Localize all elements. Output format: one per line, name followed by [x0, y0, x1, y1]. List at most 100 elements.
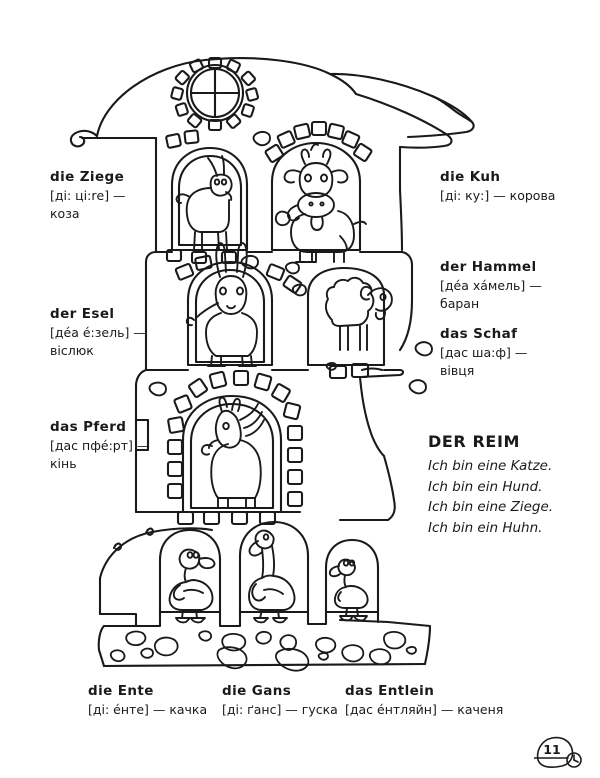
- goat-figure: [175, 155, 233, 251]
- base-bottom-line: [102, 662, 427, 668]
- vocab-block-hammel: der Hammel [дéа хáмель] — баран: [440, 258, 542, 313]
- goose-head: [254, 529, 275, 550]
- horse-body: [210, 439, 262, 499]
- goat-beard: [225, 191, 233, 201]
- horse-mane-a: [239, 403, 259, 421]
- vocab-block-ente: die Ente [ді: éнте] — качка: [88, 682, 207, 719]
- donkey-eye-left: [219, 286, 227, 296]
- goat-horn-left: [207, 157, 218, 177]
- cow-horn-left: [300, 148, 310, 165]
- page-number-badge: 11: [533, 736, 590, 774]
- sheep-figure: [324, 276, 393, 351]
- mid-ledge-stone-c: [350, 362, 370, 379]
- duckling-eye-right: [348, 559, 356, 567]
- round-window-rays: [170, 56, 259, 132]
- horse-figure: [200, 396, 265, 509]
- donkey-arch-inner: [194, 268, 266, 364]
- vocab-block-pferd: das Pferd [дас пфé:рт] — кінь: [50, 418, 149, 473]
- horse-ear-left: [218, 396, 228, 413]
- horse-mane-b: [243, 411, 263, 429]
- vocab-term-gans: die Gans: [222, 683, 292, 699]
- badge-clock-hand-b: [573, 759, 579, 763]
- horse-arch-frame: [181, 394, 283, 514]
- base-duck-tie-left: [134, 610, 162, 628]
- floor-line-mid-right: [358, 368, 405, 379]
- vocab-block-ziege: die Ziege [ді: ці:rе] — коза: [50, 168, 126, 223]
- goat-leg-3: [217, 231, 220, 251]
- vocab-block-kuh: die Kuh [ді: ку:] — корова: [440, 168, 555, 205]
- sheep-wool-body: [324, 276, 375, 327]
- cow-figure: [274, 143, 367, 263]
- horse-mane-c: [245, 419, 265, 437]
- duck-head: [178, 548, 201, 570]
- cow-forelock: [310, 143, 319, 151]
- cow-nostril-right: [319, 201, 325, 207]
- vocab-term-esel: der Esel: [50, 306, 115, 322]
- goat-body: [185, 187, 230, 233]
- sheep-legs: [339, 324, 368, 351]
- base-step-left: [98, 612, 138, 628]
- cow-head: [298, 162, 334, 198]
- duck-wing: [172, 584, 185, 601]
- donkey-mouth: [226, 305, 236, 310]
- page-badge-shape: [533, 736, 582, 768]
- duckling-foot-left: [339, 615, 354, 622]
- horse-arch-inner: [189, 402, 275, 510]
- vocab-block-gans: die Gans [ді: ґанс] — гуска: [222, 682, 338, 719]
- cow-eye-right: [320, 173, 328, 183]
- cow-bell: [310, 216, 324, 231]
- goat-arch-inner: [177, 154, 243, 247]
- duck-figure: [168, 548, 216, 624]
- goat-horn-right: [221, 155, 225, 176]
- upper-wall-right-b: [398, 188, 404, 252]
- cobblestones: [109, 630, 417, 672]
- donkey-head: [214, 275, 248, 315]
- goat-tail: [175, 193, 191, 204]
- bird-shelf-right: [338, 454, 396, 522]
- horse-arch-stones: [166, 369, 304, 526]
- vocab-translation-ziege: коза: [50, 205, 80, 221]
- duck-foot-right: [190, 617, 206, 624]
- cow-hoof-box: [295, 249, 317, 263]
- horse-muzzle-detail: [200, 444, 213, 456]
- round-window-inner: [189, 67, 241, 119]
- vocab-term-entlein: das Entlein: [345, 683, 435, 699]
- donkey-straw-end: [185, 316, 195, 327]
- vocab-gloss-esel: [дéа é:зель] —: [50, 325, 146, 341]
- duck-eye-left: [186, 551, 194, 559]
- base-right-edge: [338, 618, 432, 666]
- awning-hook-1: [144, 527, 155, 536]
- vocab-block-entlein: das Entlein [дас éнтляйн] — каченя: [345, 682, 503, 719]
- goat-arch-stones: [165, 129, 238, 265]
- duck-neck: [183, 567, 187, 583]
- goose-legs: [259, 609, 280, 619]
- duck-arch-frame: [158, 528, 222, 614]
- vocab-translation-hammel: баран: [440, 295, 480, 311]
- duck-wing-line: [183, 589, 204, 594]
- duckling-eye-left: [342, 559, 350, 567]
- cow-arch-frame: [270, 141, 362, 252]
- sheep-head: [367, 287, 393, 312]
- goat-arch-frame: [170, 146, 249, 252]
- bird-awning-curve: [98, 527, 214, 580]
- goat-leg-4: [225, 231, 228, 251]
- donkey-ear-right: [236, 242, 248, 278]
- duckling-head: [337, 558, 356, 577]
- goose-wing-line: [263, 588, 284, 595]
- goose-neck-back: [271, 545, 276, 577]
- duck-eye-right: [192, 551, 200, 559]
- duck-body: [168, 579, 214, 611]
- goose-foot-right: [272, 617, 288, 624]
- vocab-gloss-gans: [ді: ґанс] — гуска: [222, 702, 338, 718]
- duckling-neck: [343, 574, 347, 588]
- vocab-translation-pferd: кінь: [50, 455, 77, 471]
- mid-ledge-stone-b: [328, 364, 348, 380]
- duck-bill: [198, 557, 216, 570]
- roof-right-ridge: [328, 72, 475, 139]
- duckling-wing: [337, 591, 342, 602]
- cow-body: [290, 210, 355, 253]
- duckling-bill: [328, 565, 341, 578]
- cow-legs: [299, 251, 345, 263]
- base-left-edge: [97, 624, 106, 668]
